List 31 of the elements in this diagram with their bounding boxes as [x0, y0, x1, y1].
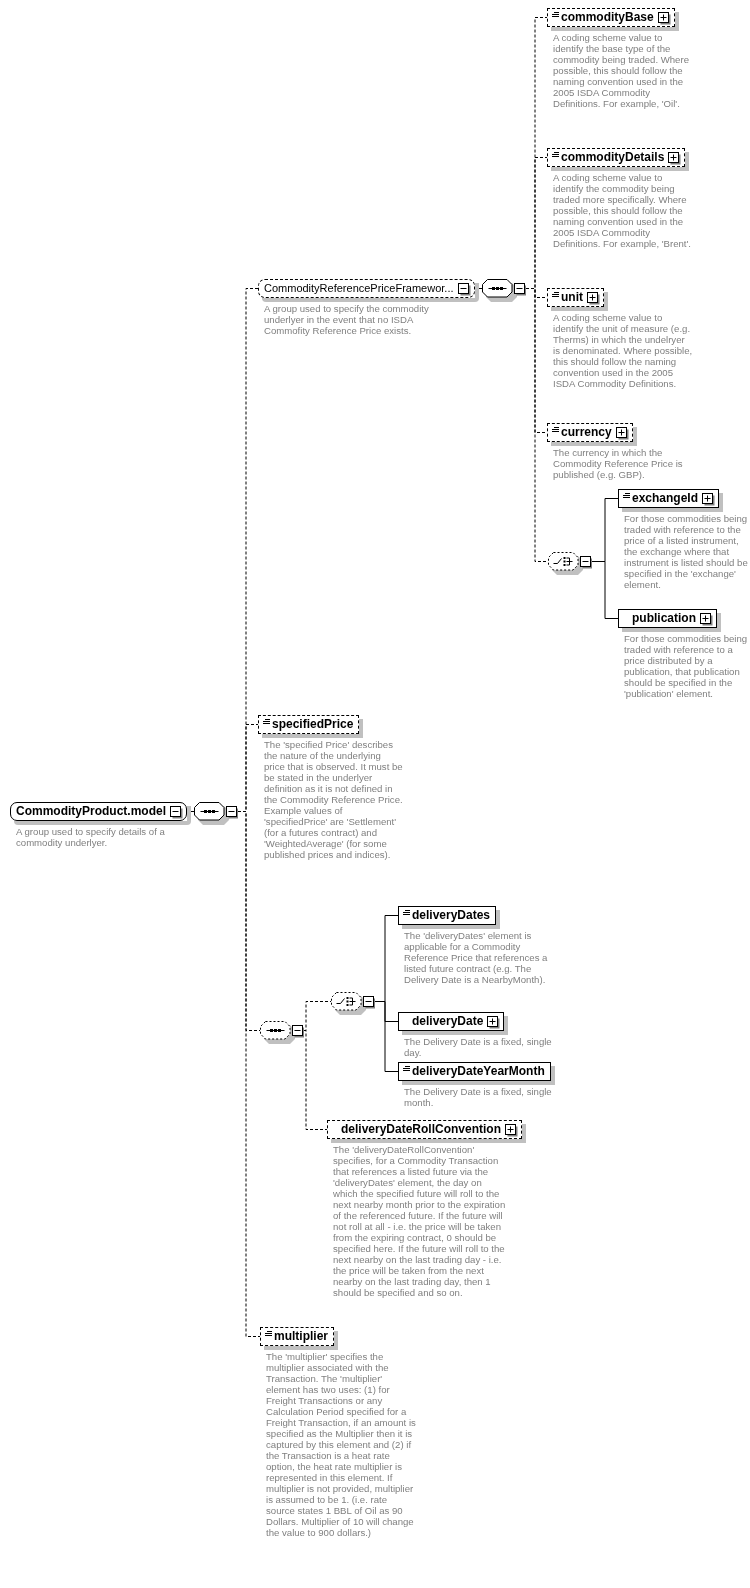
description-text: The 'deliveryDates' element is applicable for a Commodity Reference Price that references a listed future contract (e.g. The Delivery Date is a NearbyMonth). [404, 930, 549, 985]
element-box: deliveryDateRollConvention [327, 1120, 523, 1139]
element-box: publication [618, 609, 717, 628]
description-text: The currency in which the Commodity Reference Price is published (e.g. GBP). [553, 447, 684, 480]
description-text: The 'specified Price' describes the nature of the underlying price that is observed. It must be be stated in the underlyer definition as it is not defined in the Commodity Reference Price. Example values of 'specifiedPrice' are 'Settlement' (for a futures contract) and 'WeightedAverage' (for some published prices and indices). [264, 739, 404, 860]
choice-compositor [331, 992, 375, 1011]
group-box: CommodityProduct.model [10, 802, 187, 821]
description-text: A coding scheme value to identify the base type of the commodity being traded. Where possible, this should follow the naming convention used in the 2005 ISDA Commodity Definitions. For example, 'Oil'. [553, 32, 690, 109]
element-box: multiplier [260, 1327, 334, 1346]
element-box: commodityDetails [547, 148, 686, 167]
group-box: CommodityReferencePriceFramewor... [258, 279, 475, 298]
description-text: The Delivery Date is a fixed, single day. [404, 1036, 553, 1058]
description-text: A coding scheme value to identify the commodity being traded more specifically. Where possible, this should follow the naming convention used in the 2005 ISDA Commodity Definitions. For example, 'Brent'. [553, 172, 693, 249]
connector-line [303, 1030, 328, 1130]
choice-compositor [548, 552, 592, 571]
description-text: A coding scheme value to identify the unit of measure (e.g. Therms) in which the undelryer is denominated. Where possible, this should follow the naming convention used in the 2005 ISDA Commodity Definitions. [553, 312, 693, 389]
element-box: specifiedPrice [258, 715, 360, 734]
element-box: deliveryDates [398, 906, 497, 925]
element-box: deliveryDateYearMonth [398, 1062, 551, 1081]
sequence-compositor [482, 279, 526, 298]
element-box: commodityBase [547, 8, 675, 27]
element-box: deliveryDate [398, 1012, 505, 1031]
sequence-compositor [194, 802, 238, 821]
description-text: For those commodities being traded with reference to the price of a listed instrument, the exchange where that instrument is listed should be specified in the 'exchange' element. [624, 513, 749, 590]
description-text: The Delivery Date is a fixed, single month. [404, 1086, 553, 1108]
description-text: A group used to specify details of a commodity underlyer. [16, 826, 166, 848]
description-text: The 'multiplier' specifies the multiplier associated with the Transaction. The 'multiplier' element has two uses: (1) for Freight Transactions or any Calculation Period specified for a Freight Transaction, if an amount is specified as the Multiplier then it is captured by this element and (2) if the Transaction is a heat rate option, the heat rate multiplier is represented in this element. If multiplier is not provided, multiplier is assumed to be 1. (i.e. rate source states 1 BBL of Oil as 90 Dollars. Multiplier of 10 will change the value to 900 dollars.) [266, 1351, 416, 1538]
description-text: A group used to specify the commodity underlyer in the event that no ISDA Commofity Reference Price exists. [264, 303, 430, 336]
description-text: For those commodities being traded with reference to a price distributed by a publication, that publication should be specified in the 'publication' element. [624, 633, 749, 699]
description-text: The 'deliveryDateRollConvention' specifies, for a Commodity Transaction that references a listed future via the 'deliveryDates' element, the day on which the specified future will roll to the next nearby month prior to the expiration of the referenced future. If the future will not roll at all - i.e. the price will be taken from the expiring contract, 0 should be specified here. If the future will roll to the next nearby on the last trading day - i.e. the price will be taken from the next nearby on the last trading day, then 1 should be specified and so on. [333, 1144, 507, 1298]
sequence-compositor [260, 1021, 304, 1040]
